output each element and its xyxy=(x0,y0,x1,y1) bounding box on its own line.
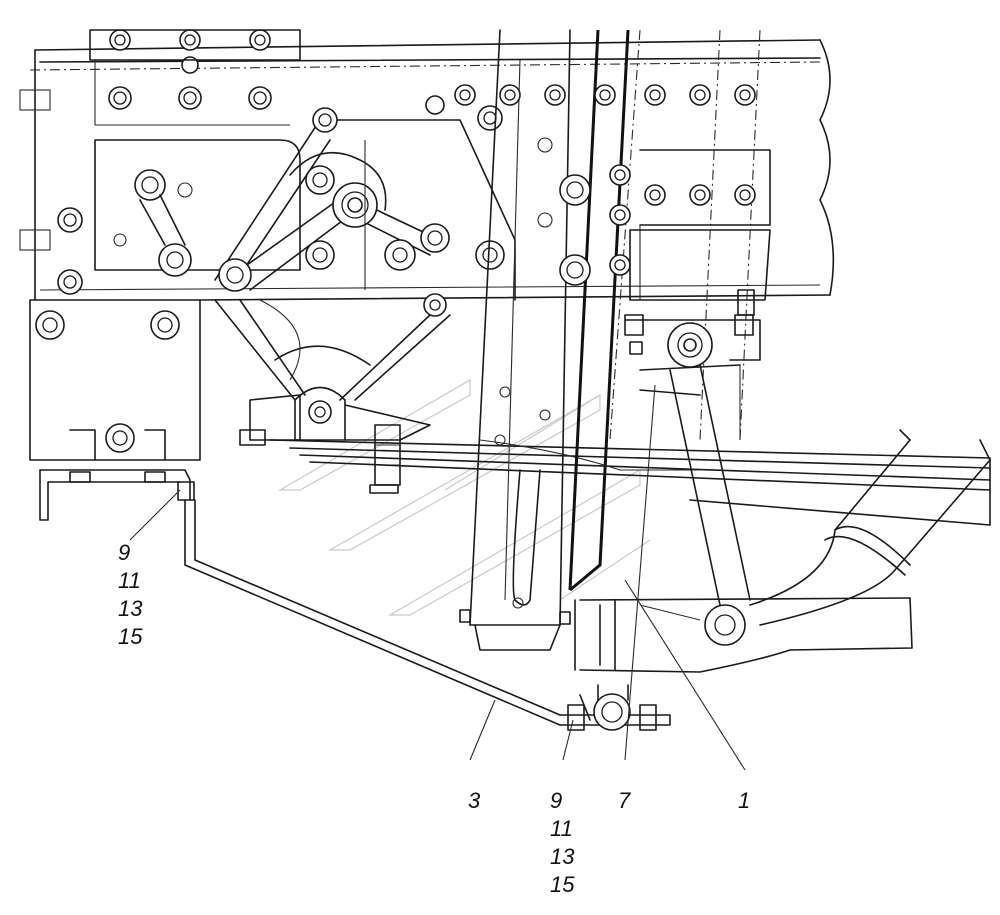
right-bolt-rows xyxy=(454,84,771,300)
watermark-logo xyxy=(277,378,651,616)
leader-lines xyxy=(129,384,746,771)
left-bracket xyxy=(19,89,201,521)
callout-bottom-13: 13 xyxy=(550,844,575,869)
callout-bottom-11: 11 xyxy=(550,816,573,841)
linkage-mechanism xyxy=(214,95,516,381)
upper-bolt-rows xyxy=(89,29,301,277)
stabilizer-bar xyxy=(184,499,671,731)
air-hose xyxy=(749,429,991,626)
callout-left-15: 15 xyxy=(118,624,143,649)
callout-bottom-9: 9 xyxy=(550,788,563,813)
callout-part-1: 1 xyxy=(738,788,751,813)
callout-bottom-15: 15 xyxy=(550,872,575,897)
callout-bottom-group: 9 11 13 15 xyxy=(550,790,574,896)
callout-left-11: 11 xyxy=(118,568,141,593)
spring-clamp xyxy=(239,386,431,494)
stabilizer-struts xyxy=(214,299,451,401)
leaf-spring xyxy=(269,439,991,526)
callout-left-13: 13 xyxy=(118,596,143,621)
callout-part-3: 3 xyxy=(468,788,481,813)
rear-spring-eye xyxy=(574,597,913,673)
vertical-bracket xyxy=(459,29,761,651)
spring-hanger xyxy=(624,229,771,606)
callout-left-9: 9 xyxy=(118,540,131,565)
callout-part-7: 7 xyxy=(618,788,631,813)
callout-left-group: 9 11 13 15 xyxy=(118,542,142,648)
